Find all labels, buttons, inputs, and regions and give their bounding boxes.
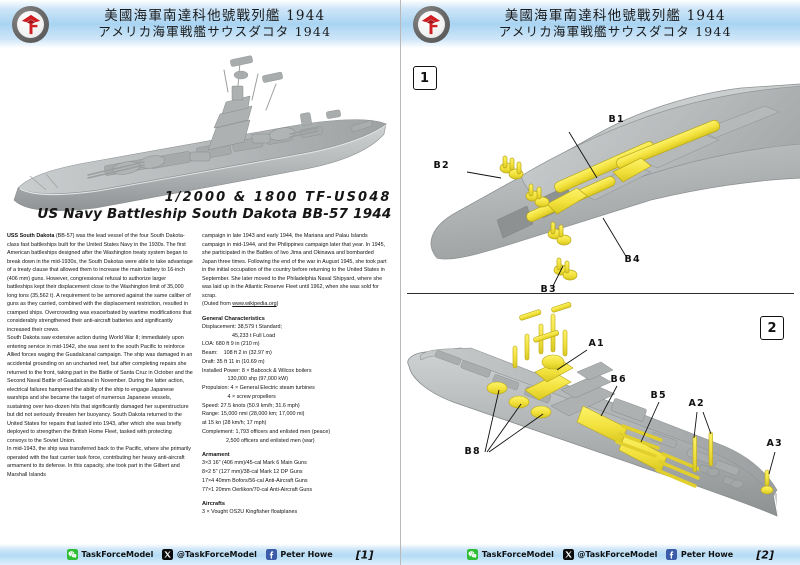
- spec-line: 8×2 5" (127 mm)/38-cal Mark 12 DP Guns: [202, 469, 303, 476]
- spec-line: Displacement: 38,579 t Standard;: [202, 323, 283, 330]
- social-wechat-label: TaskForceModel: [81, 550, 154, 559]
- page-right: 美國海軍南達科他號戰列艦 1944 アメリカ海軍戦艦サウスダコタ 1944 1: [400, 0, 800, 565]
- spec-line: Speed: 27.5 knots (50.9 km/h; 31.6 mph): [202, 402, 300, 409]
- social-facebook[interactable]: Peter Howe: [265, 549, 333, 560]
- page-footer-left: TaskForceModel @TaskForceModel Peter How…: [0, 544, 400, 565]
- description-paragraph: South Dakota saw extensive action during…: [7, 335, 193, 444]
- spec-line: Installed Power: 8 × Babcock & Wilcox bo…: [202, 367, 312, 374]
- facebook-icon: [666, 549, 678, 560]
- callout-a1: A1: [588, 338, 605, 349]
- step-1-diagram: [430, 83, 800, 287]
- header-titles: 美國海軍南達科他號戰列艦 1944 アメリカ海軍戦艦サウスダコタ 1944: [0, 9, 400, 38]
- step-2-diagram: [406, 302, 778, 517]
- callout-a2: A2: [688, 398, 705, 409]
- description-paragraph: USS South Dakota (BB-57) was the lead ve…: [7, 233, 193, 333]
- page-left: 美國海軍南達科他號戰列艦 1944 アメリカ海軍戦艦サウスダコタ 1944: [0, 0, 401, 565]
- spec-line: LOA: 680 ft 9 in (210 m): [202, 341, 260, 348]
- wechat-icon: [66, 549, 78, 560]
- spec-line: Propulsion: 4 × General Electric steam t…: [202, 385, 315, 392]
- spec-line: 130,000 shp (97,000 kW): [202, 376, 288, 383]
- social-wechat[interactable]: TaskForceModel: [66, 549, 154, 560]
- description-paragraph: campaign in late 1943 and early 1944, th…: [202, 233, 387, 299]
- page-header-left: 美國海軍南達科他號戰列艦 1944 アメリカ海軍戦艦サウスダコタ 1944: [0, 0, 400, 48]
- callout-b3: B3: [540, 284, 557, 293]
- brand-logo-icon: [12, 6, 49, 43]
- step-number-2: 2: [760, 316, 784, 340]
- spec-line: 4 × screw propellers: [202, 393, 276, 400]
- callout-b5: B5: [650, 390, 667, 401]
- spec-line: 77×1 20mm Oerlikon/70-cal Anti-Aircraft …: [202, 486, 313, 493]
- header-title-chinese: 美國海軍南達科他號戰列艦 1944: [104, 8, 326, 25]
- brand-logo-icon: [412, 6, 450, 43]
- header-title-chinese: 美國海軍南達科他號戰列艦 1944: [504, 8, 726, 25]
- spec-line: Draft: 35 ft 11 in (10.69 m): [202, 358, 265, 365]
- step-number-1: 1: [412, 66, 437, 90]
- ship-illustration: [13, 55, 387, 212]
- description-source: (Outed from www.wikipedia.org): [202, 301, 279, 308]
- assembly-step-1: 1: [401, 48, 800, 293]
- page-number-left: [1]: [355, 548, 374, 561]
- ship-3d-render: 1/2000 & 1800 TF-US048 US Navy Battleshi…: [0, 48, 400, 226]
- header-title-japanese: アメリカ海軍戦艦サウスダコタ 1944: [498, 23, 732, 39]
- facebook-icon: [265, 549, 277, 560]
- social-facebook-label: Peter Howe: [280, 550, 333, 559]
- spec-line: 17×4 40mm Bofors/56-cal Anti-Aircraft Gu…: [202, 477, 308, 484]
- text-column-1: USS South Dakota (BB-57) was the lead ve…: [7, 232, 193, 517]
- logo-f-glyph: [421, 14, 441, 34]
- social-x[interactable]: @TaskForceModel: [562, 549, 658, 560]
- armament-list: 3×3 16" (406 mm)/45-cal Mark 6 Main Guns…: [202, 459, 388, 494]
- social-x-label: @TaskForceModel: [176, 550, 257, 559]
- x-twitter-icon: [162, 549, 174, 560]
- header-title-japanese: アメリカ海軍戦艦サウスダコタ 1944: [98, 23, 332, 39]
- social-wechat[interactable]: TaskForceModel: [467, 549, 554, 560]
- callout-b1: B1: [608, 114, 625, 125]
- callout-b2: B2: [433, 160, 450, 171]
- spec-line: Beam: 108 ft 2 in (32.97 m): [202, 350, 272, 357]
- x-twitter-icon: [562, 549, 574, 560]
- kit-name: US Navy Battleship South Dakota BB-57 19…: [37, 206, 392, 222]
- logo-f-glyph: [21, 14, 40, 34]
- aircrafts-heading: Aircrafts: [202, 501, 226, 508]
- social-facebook[interactable]: Peter Howe: [666, 549, 733, 560]
- aircrafts-list: 3 × Vought OS2U Kingfisher floatplanes: [202, 508, 388, 517]
- spec-line: 2,500 officers and enlisted men (war): [202, 437, 315, 444]
- page-footer-right: TaskForceModel @TaskForceModel Peter How…: [400, 544, 800, 565]
- social-x[interactable]: @TaskForceModel: [162, 549, 257, 560]
- header-titles: 美國海軍南達科他號戰列艦 1944 アメリカ海軍戦艦サウスダコタ 1944: [401, 9, 800, 38]
- spec-line: 3 × Vought OS2U Kingfisher floatplanes: [202, 509, 298, 516]
- callout-b8: B8: [464, 446, 481, 457]
- general-characteristics-list: Displacement: 38,579 t Standard; 45,233 …: [202, 323, 388, 446]
- callout-b4: B4: [624, 254, 641, 265]
- social-facebook-label: Peter Howe: [680, 550, 734, 559]
- armament-heading: Armament: [202, 452, 230, 459]
- spec-line: Range: 15,000 nmi (28,000 km; 17,000 mi): [202, 411, 305, 418]
- text-columns: USS South Dakota (BB-57) was the lead ve…: [0, 226, 400, 517]
- page-header-right: 美國海軍南達科他號戰列艦 1944 アメリカ海軍戦艦サウスダコタ 1944: [400, 0, 800, 48]
- callout-a3: A3: [766, 438, 783, 449]
- spec-line: 3×3 16" (406 mm)/45-cal Mark 6 Main Guns: [202, 460, 307, 467]
- spec-line: Complement: 1,793 officers and enlisted …: [202, 428, 331, 435]
- spec-line: at 15 kn (28 km/h; 17 mph): [202, 420, 267, 427]
- kit-title-block: 1/2000 & 1800 TF-US048 US Navy Battleshi…: [37, 190, 391, 222]
- social-x-label: @TaskForceModel: [577, 550, 658, 559]
- general-characteristics-heading: General Characteristics: [202, 315, 265, 322]
- text-column-2: campaign in late 1943 and early 1944, th…: [202, 232, 388, 517]
- description-paragraph: In mid-1943, the ship was transferred ba…: [7, 446, 191, 478]
- assembly-step-2: 2: [401, 294, 800, 544]
- callout-b6: B6: [610, 374, 627, 385]
- social-wechat-label: TaskForceModel: [481, 550, 554, 559]
- wechat-icon: [467, 549, 479, 560]
- page-number-right: [2]: [756, 548, 774, 561]
- kit-code: 1/2000 & 1800 TF-US048: [164, 190, 392, 205]
- panel-divider: [406, 293, 794, 294]
- spec-line: 45,233 t Full Load: [202, 332, 276, 339]
